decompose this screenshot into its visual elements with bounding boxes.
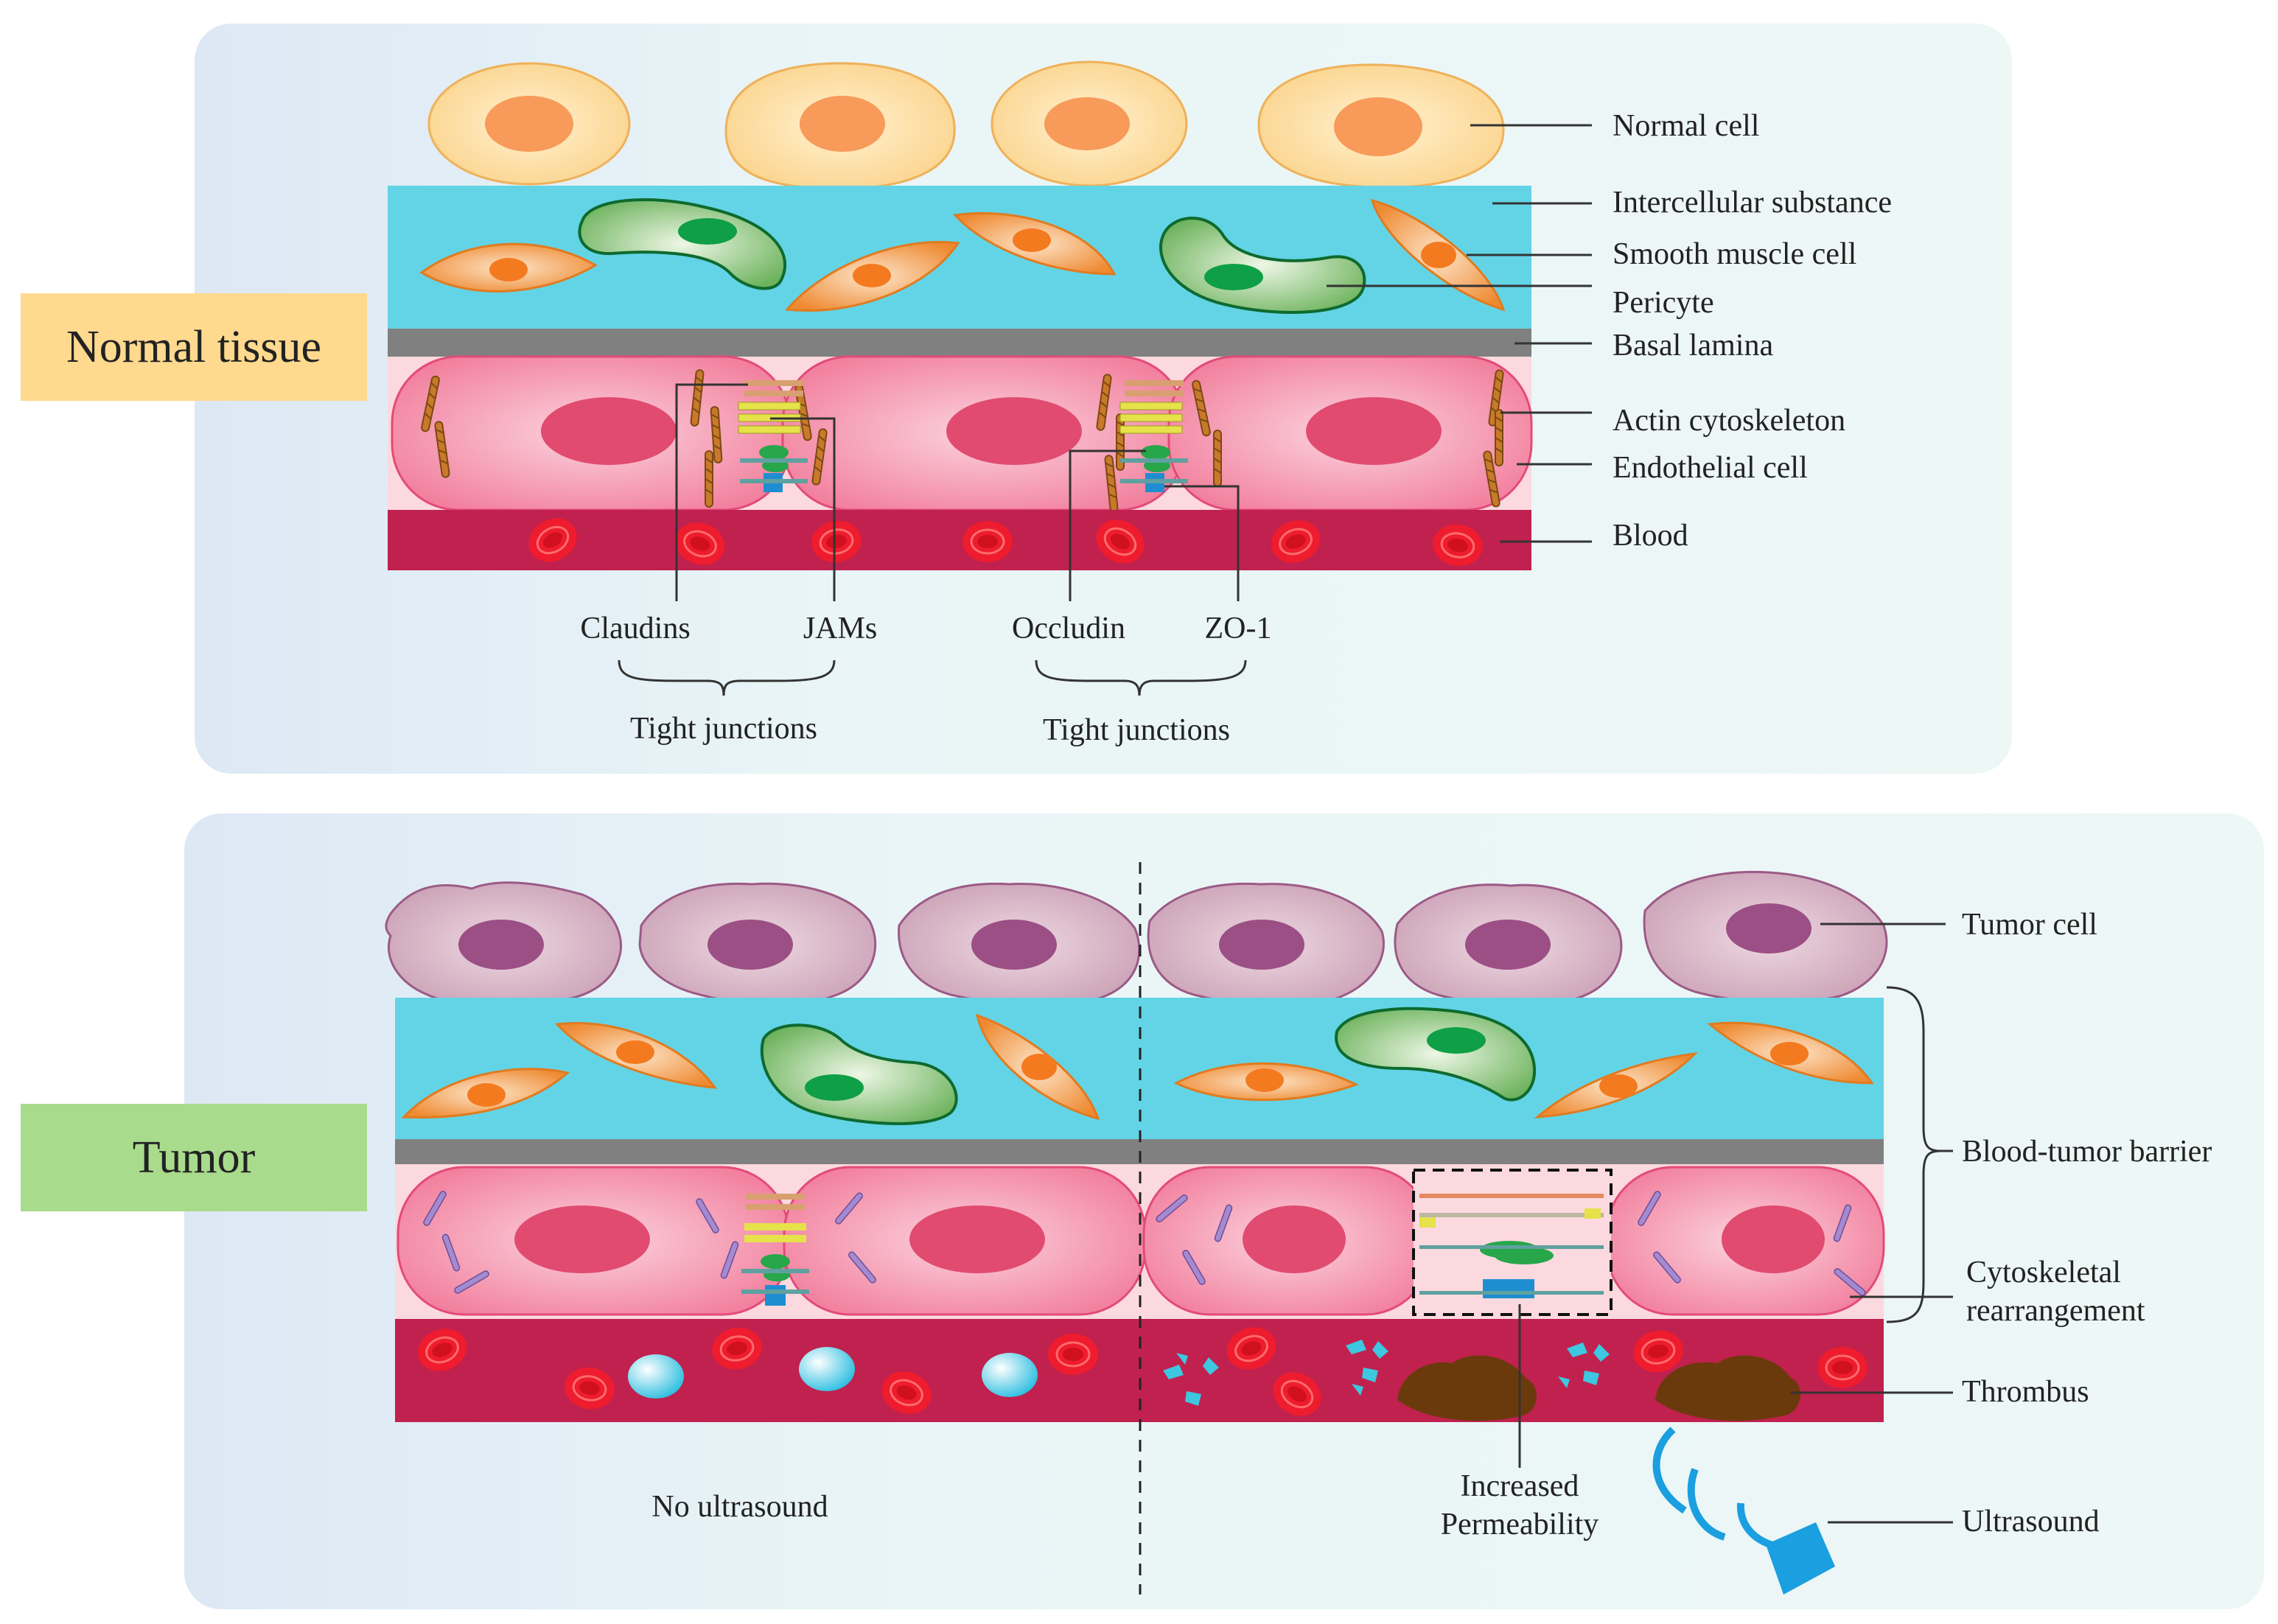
pericyte xyxy=(1159,217,1366,314)
label-endothelial-cell: Endothelial cell xyxy=(1613,451,1808,485)
label-blood-tumor-barrier: Blood-tumor barrier xyxy=(1962,1135,2212,1169)
basal-lamina-layer xyxy=(388,329,1531,357)
endothelial-nucleus xyxy=(946,397,1082,465)
ultrasound-icon xyxy=(1652,1427,1835,1595)
smooth-muscle-cells xyxy=(419,198,1506,312)
pericyte xyxy=(578,198,786,290)
label-tight-junctions-2: Tight junctions xyxy=(1043,713,1230,747)
normal-cells-row xyxy=(427,60,1505,190)
endothelial-nucleus xyxy=(1306,397,1442,465)
normal-tissue-tag: Normal tissue xyxy=(21,293,367,401)
tumor-cells-row xyxy=(385,870,1888,1007)
tight-junction-2 xyxy=(1119,380,1188,492)
normal-cell-nucleus xyxy=(800,96,885,152)
label-actin-cytoskeleton: Actin cytoskeleton xyxy=(1613,404,1845,438)
permeability-box xyxy=(1412,1169,1613,1316)
tumor-leader-lines xyxy=(1518,923,1953,1524)
label-claudins: Claudins xyxy=(580,612,690,645)
label-occludin: Occludin xyxy=(1012,612,1125,645)
tight-junction-1 xyxy=(738,380,808,492)
endothelial-nucleus xyxy=(541,397,677,465)
endothelial-cells xyxy=(391,355,1533,511)
normal-cell-nucleus xyxy=(485,96,573,152)
tumor-endothelial-cells xyxy=(396,1166,1885,1316)
label-smooth-muscle-cell: Smooth muscle cell xyxy=(1613,237,1856,271)
tumor-pericytes xyxy=(760,1007,1537,1125)
label-thrombus: Thrombus xyxy=(1962,1375,2089,1409)
label-tumor-cell: Tumor cell xyxy=(1962,908,2097,942)
normal-tissue-panel: Normal cell Intercellular substance Smoo… xyxy=(195,24,2012,774)
label-tight-junctions-1: Tight junctions xyxy=(630,712,817,746)
label-basal-lamina: Basal lamina xyxy=(1613,329,1773,363)
label-rearrangement: rearrangement xyxy=(1966,1294,2145,1328)
thrombi xyxy=(1397,1355,1801,1421)
bubble-fragments xyxy=(1163,1340,1610,1406)
normal-cell-nucleus xyxy=(1044,97,1130,150)
label-blood: Blood xyxy=(1613,519,1688,553)
label-ultrasound: Ultrasound xyxy=(1962,1505,2100,1539)
label-jams: JAMs xyxy=(803,612,877,645)
label-cytoskeletal: Cytoskeletal xyxy=(1966,1256,2121,1289)
label-permeability: Permeability xyxy=(1441,1508,1599,1541)
tumor-tag: Tumor xyxy=(21,1104,367,1211)
label-normal-cell: Normal cell xyxy=(1613,109,1759,143)
label-zo1: ZO-1 xyxy=(1205,612,1272,645)
leader-lines xyxy=(618,124,1592,696)
pericytes xyxy=(578,198,1366,314)
tumor-tight-junction xyxy=(741,1194,809,1306)
label-pericyte: Pericyte xyxy=(1613,286,1714,320)
label-increased: Increased xyxy=(1461,1469,1579,1503)
normal-cell-nucleus xyxy=(1334,97,1422,156)
label-no-ultrasound: No ultrasound xyxy=(651,1490,828,1524)
blood-layer xyxy=(388,510,1531,570)
label-intercellular-substance: Intercellular substance xyxy=(1613,186,1892,220)
tumor-smooth-muscle-cells xyxy=(401,1013,1874,1121)
microbubbles xyxy=(628,1347,1038,1399)
tumor-panel: Tumor cell Blood-tumor barrier Cytoskele… xyxy=(184,813,2264,1609)
